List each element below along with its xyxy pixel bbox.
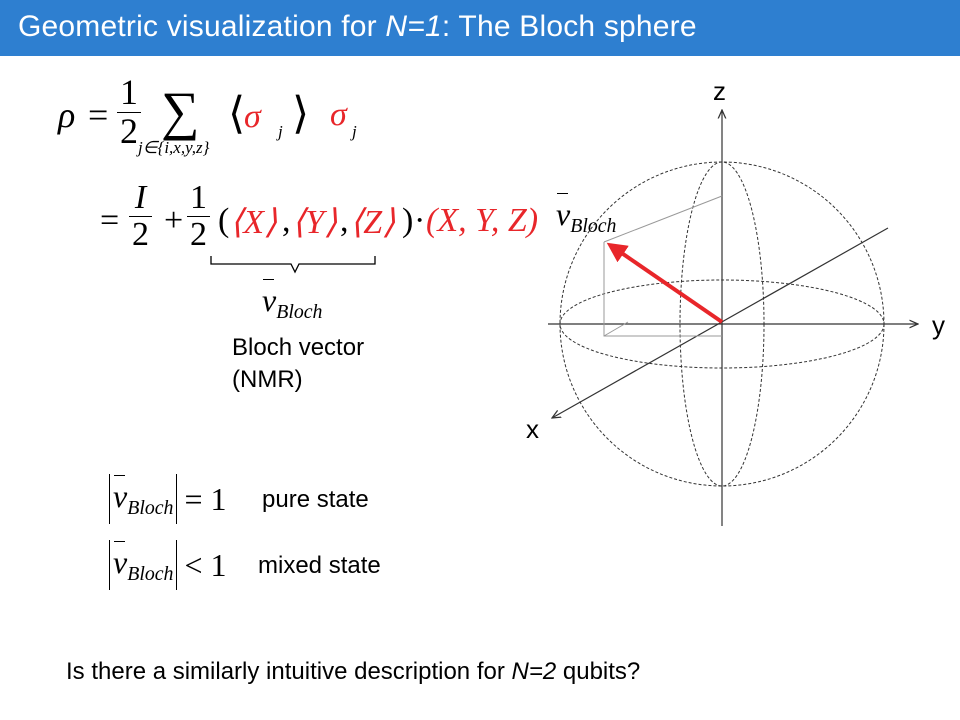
- eq2-fraction-1: I 2: [129, 180, 152, 252]
- axis-label-z: z: [713, 76, 726, 106]
- condition-pure-relation: = 1: [184, 480, 227, 517]
- eq1-operator: σ: [330, 96, 347, 133]
- title-bar: Geometric visualization for N=1: The Blo…: [0, 0, 960, 56]
- eq1-sum-symbol: ∑: [161, 81, 200, 141]
- title-prefix: Geometric visualization for: [18, 10, 386, 43]
- bloch-vector-label: Bloch vector (NMR): [232, 332, 364, 396]
- bloch-vector-arrow: [606, 242, 724, 324]
- projection-top: [603, 195, 723, 243]
- eq2-comma-1: ,: [282, 202, 291, 239]
- condition-pure: vBloch = 1: [106, 474, 227, 524]
- slide-title: Geometric visualization for N=1: The Blo…: [18, 10, 697, 44]
- condition-mixed: vBloch < 1: [106, 540, 227, 590]
- underbrace: [210, 256, 376, 274]
- eq2-vector-ops: (X, Y, Z): [426, 202, 539, 239]
- eq1-sigma-expect: σ: [244, 98, 261, 135]
- bottom-question-prefix: Is there a similarly intuitive descripti…: [66, 658, 512, 685]
- eq1-expectation: ⟨: [228, 89, 246, 138]
- eq2-comma-2: ,: [340, 202, 349, 239]
- eq1-frac-num: 1: [117, 73, 141, 113]
- eq2-close-paren: ): [402, 202, 414, 239]
- bloch-vector-label-line1: Bloch vector: [232, 334, 365, 361]
- title-suffix: : The Bloch sphere: [441, 10, 697, 43]
- eq2-expect-y: ⟨Y⟩: [292, 204, 338, 241]
- eq1-frac-den: 2: [120, 110, 138, 151]
- eq2-open-paren: (: [218, 202, 230, 239]
- eq2-expect-x: ⟨X⟩: [230, 204, 278, 241]
- axis-label-x: x: [526, 414, 539, 444]
- eq1-fraction: 1 2: [117, 73, 141, 151]
- vbloch-sphere-label: vBloch: [556, 193, 616, 238]
- title-italic: N=1: [385, 10, 442, 43]
- eq2-equals: =: [100, 202, 120, 239]
- eq2-dot: ·: [414, 202, 426, 239]
- bottom-question: Is there a similarly intuitive descripti…: [66, 658, 640, 686]
- eq1-lhs: ρ: [58, 95, 76, 135]
- eq1-equals: =: [88, 95, 109, 135]
- bottom-question-suffix: qubits?: [556, 658, 641, 685]
- eq2-fraction-2: 1 2: [187, 180, 210, 252]
- eq2-frac2-num: 1: [187, 180, 210, 217]
- eq2-expect-z: ⟨Z⟩: [350, 204, 396, 241]
- bloch-vector-label-line2: (NMR): [232, 366, 303, 393]
- eq2-frac1-den: 2: [132, 215, 149, 253]
- eq1-expectation-close: ⟩: [292, 89, 310, 138]
- vbloch-under-brace: vBloch: [262, 279, 322, 324]
- eq2-frac1-num: I: [129, 180, 152, 217]
- projection-diagonal: [603, 321, 629, 337]
- condition-mixed-relation: < 1: [184, 546, 227, 583]
- pure-state-label: pure state: [262, 486, 369, 513]
- eq1-sum-index: j∈{i,x,y,z}: [138, 138, 210, 157]
- eq2-plus: +: [164, 202, 184, 239]
- eq1-expectation-sub: j: [278, 122, 283, 141]
- bloch-sphere: [548, 60, 960, 526]
- mixed-state-label: mixed state: [258, 552, 381, 579]
- bottom-question-italic: N=2: [511, 658, 557, 685]
- equation-bloch-expansion: = I 2 + 1 2 ( ⟨X⟩ , ⟨Y⟩ , ⟨Z⟩ ) · (X, Y,…: [100, 178, 538, 268]
- eq2-frac2-den: 2: [190, 215, 207, 253]
- axis-label-y: y: [932, 310, 945, 340]
- eq1-operator-sub: j: [352, 122, 357, 141]
